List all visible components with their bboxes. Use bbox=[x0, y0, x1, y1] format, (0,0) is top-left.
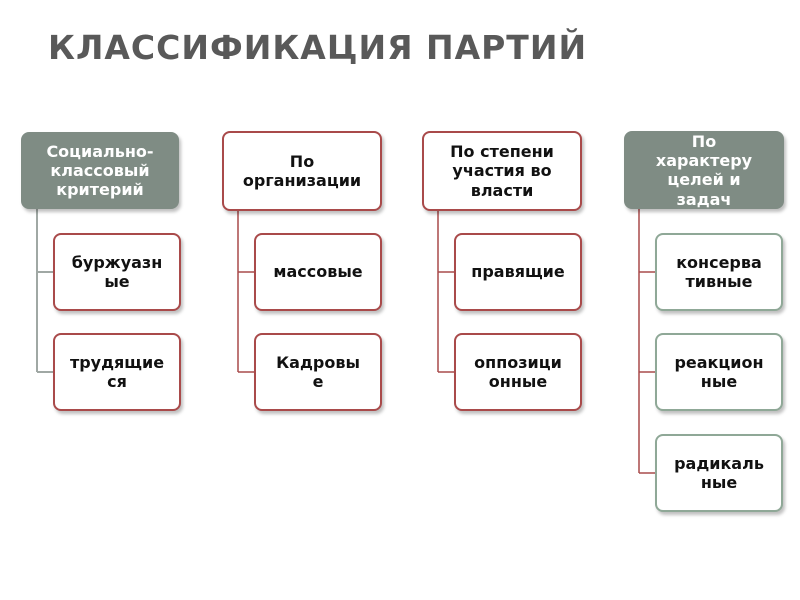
node-ruling: правящие bbox=[454, 233, 582, 311]
node-conservative: консерва тивные bbox=[655, 233, 783, 311]
header-by-power-participation: По степени участия во власти bbox=[422, 131, 582, 211]
header-by-organization: По организации bbox=[222, 131, 382, 211]
slide-title: КЛАССИФИКАЦИЯ ПАРТИЙ bbox=[48, 28, 588, 67]
header-social-class-criterion: Социально- классовый критерий bbox=[21, 132, 179, 209]
header-by-goals: По характеру целей и задач bbox=[624, 131, 784, 209]
node-opposition: оппозици онные bbox=[454, 333, 582, 411]
node-workers: трудящие ся bbox=[53, 333, 181, 411]
node-cadre: Кадровы е bbox=[254, 333, 382, 411]
node-reactionary: реакцион ные bbox=[655, 333, 783, 411]
node-bourgeois: буржуазн ые bbox=[53, 233, 181, 311]
node-radical: радикаль ные bbox=[655, 434, 783, 512]
node-mass: массовые bbox=[254, 233, 382, 311]
